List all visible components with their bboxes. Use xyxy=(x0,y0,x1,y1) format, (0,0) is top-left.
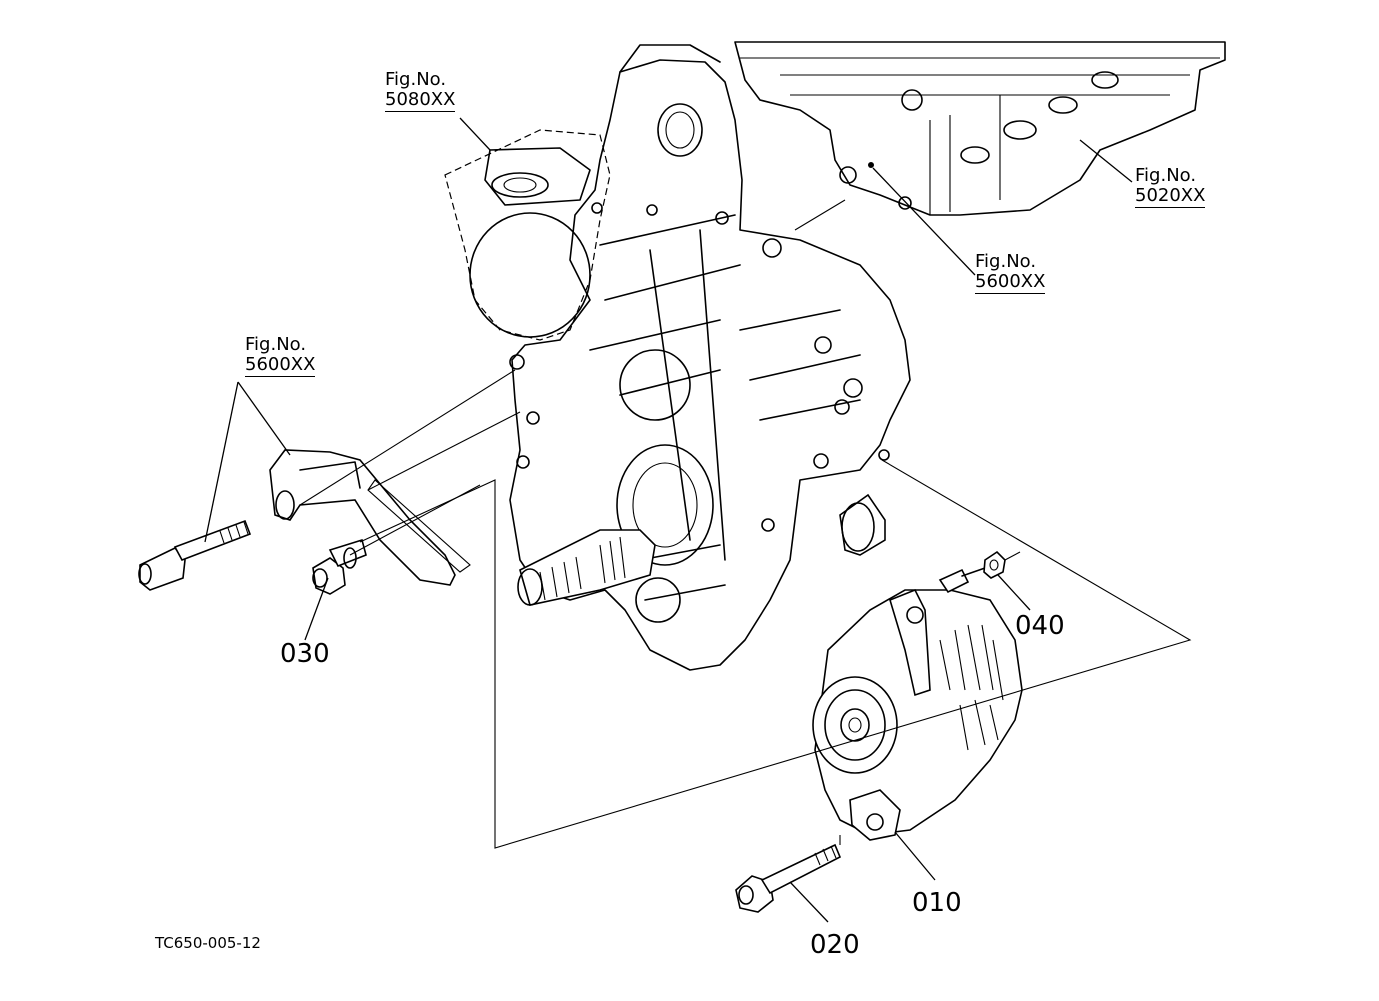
fig-ref-5020xx: Fig.No. 5020XX xyxy=(1135,165,1206,208)
fig-ref-number: 5600XX xyxy=(245,354,316,377)
gear-case-drawing xyxy=(444,44,911,671)
fig-ref-label: Fig.No. xyxy=(1135,165,1197,186)
part-number-020: 020 xyxy=(810,930,860,960)
bracket-bolt-drawing xyxy=(138,519,252,591)
part-number-040: 040 xyxy=(1015,611,1065,641)
part-number-010: 010 xyxy=(912,888,962,918)
fig-ref-label: Fig.No. xyxy=(975,251,1037,272)
fig-ref-label: Fig.No. xyxy=(245,334,307,355)
drawing-code: TC650-005-12 xyxy=(155,934,261,952)
fig-ref-5600xx-bracket: Fig.No. 5600XX xyxy=(245,334,316,377)
alternator-bolt-drawing xyxy=(735,843,842,913)
flange-bolt-drawing xyxy=(312,538,367,595)
leader-lines xyxy=(204,117,1133,923)
fig-ref-5600xx-head: Fig.No. 5600XX xyxy=(975,251,1046,294)
part-number-030: 030 xyxy=(280,639,330,669)
alternator-bracket-drawing xyxy=(269,449,471,586)
fig-ref-number: 5600XX xyxy=(975,271,1046,294)
hex-nut-drawing xyxy=(983,550,1006,579)
fig-ref-label: Fig.No. xyxy=(385,69,447,90)
fig-ref-number: 5020XX xyxy=(1135,185,1206,208)
fig-ref-number: 5080XX xyxy=(385,89,456,112)
assembly-lines xyxy=(299,199,1192,849)
alternator-drawing xyxy=(812,567,1023,841)
cylinder-head-drawing xyxy=(734,41,1226,216)
fig-ref-5080xx: Fig.No. 5080XX xyxy=(385,69,456,112)
